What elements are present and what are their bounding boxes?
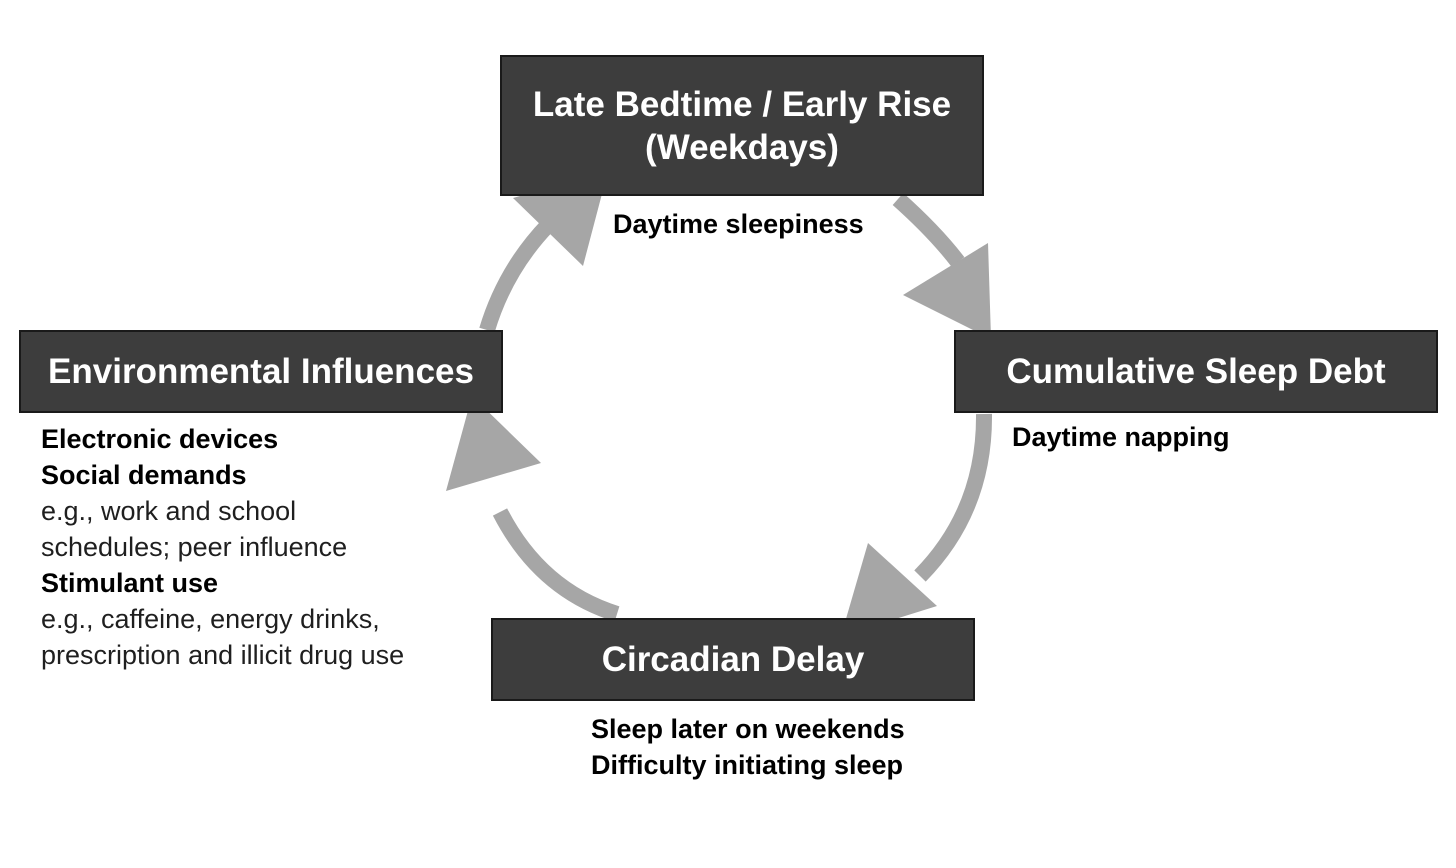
circadian-delay-box: Circadian Delay	[491, 618, 975, 701]
arrow-top-to-right-shaft	[892, 193, 965, 267]
cumulative-sleep-debt-label: Cumulative Sleep Debt	[1006, 352, 1386, 391]
arrow-right-to-bottom-shaft	[914, 413, 993, 582]
arrow-left-to-top-shaft	[479, 219, 554, 333]
social-demands-heading: Social demands	[41, 460, 247, 490]
environmental-influences-annotation: Electronic devices Social demands e.g., …	[41, 421, 404, 673]
arrow-bottom-to-left-shaft	[492, 508, 620, 622]
difficulty-initiating-sleep-text: Difficulty initiating sleep	[591, 750, 904, 780]
arrow-bottom-to-left-head	[446, 396, 541, 491]
environmental-influences-label: Environmental Influences	[48, 352, 474, 391]
social-demands-detail-line2: schedules; peer influence	[41, 532, 348, 562]
daytime-sleepiness-text: Daytime sleepiness	[613, 209, 864, 239]
sleep-debt-annotation: Daytime napping	[1012, 419, 1230, 455]
stimulant-use-detail-line1: e.g., caffeine, energy drinks,	[41, 604, 380, 634]
daytime-napping-text: Daytime napping	[1012, 422, 1230, 452]
environmental-influences-box: Environmental Influences	[19, 330, 503, 413]
arrow-right-to-bottom-head	[841, 543, 937, 636]
social-demands-detail-line1: e.g., work and school	[41, 496, 297, 526]
late-bedtime-box-line2: (Weekdays)	[645, 127, 839, 167]
late-bedtime-box-line1: Late Bedtime / Early Rise	[532, 84, 952, 124]
late-bedtime-annotation: Daytime sleepiness	[613, 206, 864, 242]
electronic-devices-heading: Electronic devices	[41, 424, 279, 454]
late-bedtime-box: Late Bedtime / Early Rise (Weekdays)	[500, 55, 984, 196]
arrow-top-to-right-head	[903, 243, 991, 339]
stimulant-use-detail-line2: prescription and illicit drug use	[41, 640, 405, 670]
cumulative-sleep-debt-box: Cumulative Sleep Debt	[954, 330, 1438, 413]
circadian-delay-label: Circadian Delay	[601, 640, 865, 679]
sleep-later-weekends-text: Sleep later on weekends	[591, 714, 905, 744]
stimulant-use-heading: Stimulant use	[41, 568, 219, 598]
circadian-delay-annotation: Sleep later on weekends Difficulty initi…	[591, 711, 905, 783]
